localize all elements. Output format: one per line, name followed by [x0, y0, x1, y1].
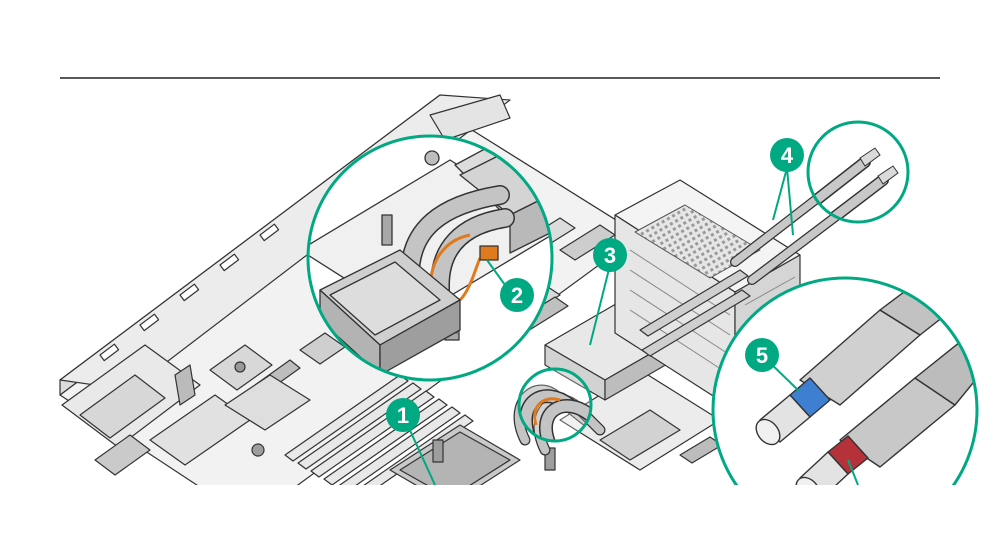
- leader-4b: [786, 167, 794, 236]
- callout-2-label: 2: [511, 283, 523, 308]
- callout-3: 3: [593, 238, 627, 272]
- callout-4: 4: [770, 138, 804, 172]
- magnifier-center: [517, 367, 593, 443]
- magnifier-hose-ends: [806, 120, 910, 224]
- callout-4-label: 4: [781, 143, 794, 168]
- radiator-mesh: [634, 204, 761, 279]
- chassis-slots: [99, 223, 280, 362]
- leader-4a: [772, 167, 788, 221]
- leak-sensor-connector: [479, 245, 499, 261]
- callout-3-label: 3: [604, 243, 616, 268]
- callout-5: 5: [745, 338, 779, 372]
- callout-1: 1: [386, 398, 420, 432]
- callout-2: 2: [500, 278, 534, 312]
- leader-3: [589, 264, 611, 346]
- leader-2: [486, 259, 506, 286]
- leader-red-ring: [847, 459, 859, 486]
- callout-1-label: 1: [397, 403, 409, 428]
- leader-lines: [402, 167, 859, 486]
- callout-5-label: 5: [756, 343, 768, 368]
